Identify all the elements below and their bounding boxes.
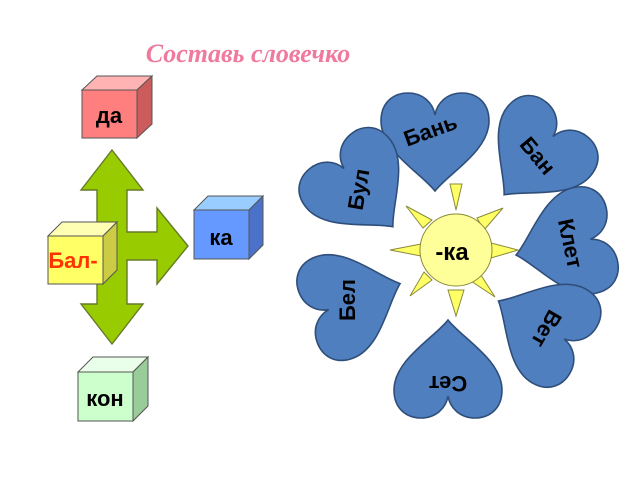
cube-left[interactable]: Бал- bbox=[46, 220, 119, 286]
petal-set[interactable]: Сет bbox=[393, 319, 503, 419]
slide-title: Составь словечко bbox=[146, 39, 351, 68]
cube-top-label: да bbox=[96, 103, 123, 128]
petal-ban-soft[interactable]: Бань bbox=[380, 92, 490, 192]
cube-right-label: ка bbox=[209, 225, 233, 250]
cube-right[interactable]: ка bbox=[192, 194, 265, 261]
sun[interactable]: -ка bbox=[419, 213, 493, 287]
four-way-arrow bbox=[79, 148, 189, 346]
sun-label: -ка bbox=[435, 239, 469, 266]
petal-ban[interactable]: Бан bbox=[461, 84, 610, 231]
petal-klet[interactable]: Клет bbox=[504, 180, 624, 309]
petal-bel[interactable]: Бел bbox=[288, 232, 420, 369]
sun-rays bbox=[389, 183, 520, 318]
petal-vet[interactable]: Вет bbox=[470, 253, 612, 398]
petal-label-6: Бел bbox=[335, 279, 360, 321]
cube-left-label: Бал- bbox=[48, 248, 97, 273]
cube-bottom-label: кон bbox=[86, 386, 123, 411]
petal-bul[interactable]: Бул bbox=[287, 116, 436, 263]
petal-label-5: Сет bbox=[428, 371, 467, 396]
cube-bottom[interactable]: кон bbox=[76, 355, 150, 423]
cube-top[interactable]: да bbox=[80, 74, 154, 140]
